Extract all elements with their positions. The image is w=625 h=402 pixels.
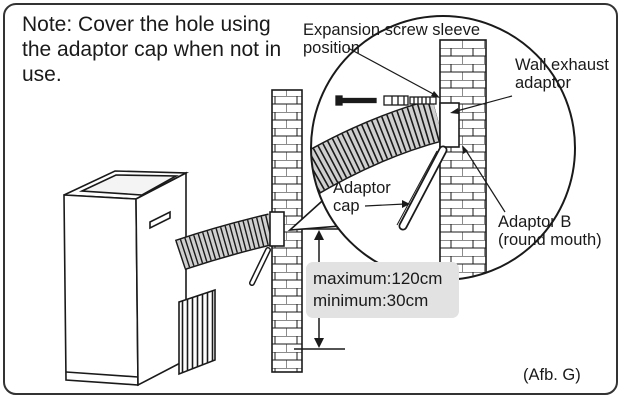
wall-adaptor (269, 211, 285, 247)
leader-lines (347, 47, 513, 213)
max-height-label: maximum:120cm (313, 269, 443, 288)
sleeve-label-line1: Expansion screw sleeve (303, 21, 481, 39)
magnified-detail (310, 15, 576, 281)
exhaust-hose (174, 213, 276, 271)
cap-label-line2: cap (333, 197, 360, 215)
adaptor-cap (249, 247, 271, 286)
figure-frame (3, 3, 618, 395)
note-text: Note: Cover the hole using the adaptor c… (22, 13, 282, 86)
cap-label-line1: Adaptor (333, 179, 391, 197)
wall-adaptor-label-line2: adaptor (515, 74, 571, 92)
min-height-label: minimum:30cm (313, 291, 429, 310)
air-conditioner-unit (63, 170, 216, 387)
expansion-screw (335, 95, 437, 106)
wall-adaptor-label-line1: Wall exhaust (515, 56, 609, 74)
adaptor-b-label-line1: Adaptor B (498, 213, 572, 231)
sleeve-label-line2: position (303, 39, 360, 57)
adaptor-b-label-line2: (round mouth) (498, 231, 602, 249)
figure-reference: (Afb. G) (523, 366, 581, 384)
range-box (306, 262, 459, 318)
